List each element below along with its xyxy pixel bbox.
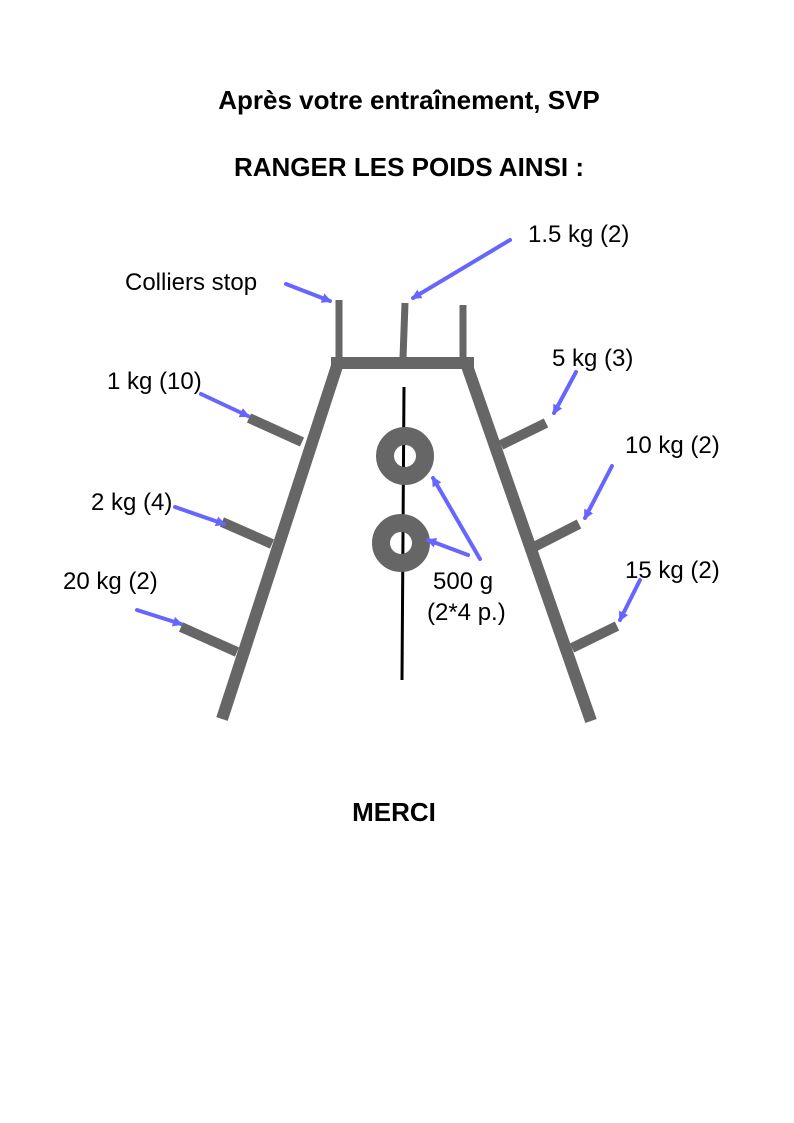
arrow-10kg <box>583 464 614 520</box>
peg-15kg <box>569 621 620 653</box>
label-1kg: 1 kg (10) <box>107 368 202 395</box>
rack-right-leg <box>460 361 597 723</box>
peg-10kg <box>531 519 582 552</box>
footer-thanks: MERCI <box>352 797 436 827</box>
weight-pegs <box>178 413 620 657</box>
arrow-500g-upper <box>431 476 482 561</box>
label-5kg: 5 kg (3) <box>552 345 633 372</box>
arrow-colliers <box>284 282 332 303</box>
label-20kg: 20 kg (2) <box>63 568 158 595</box>
rack-left-leg <box>216 361 344 721</box>
rack-frame <box>216 357 597 723</box>
label-10kg: 10 kg (2) <box>625 432 720 459</box>
collar-posts <box>335 300 467 359</box>
arrow-2kg <box>173 505 226 527</box>
collar-post-center <box>399 302 409 359</box>
arrow-20kg <box>135 608 183 627</box>
peg-5kg <box>498 418 549 450</box>
page-title: Après votre entraînement, SVP <box>218 85 600 115</box>
plate-500g-lower <box>372 514 430 572</box>
label-colliers-stop: Colliers stop <box>125 269 257 296</box>
label-1-5kg: 1.5 kg (2) <box>528 221 629 248</box>
peg-2kg <box>219 517 275 549</box>
label-2kg: 2 kg (4) <box>91 489 172 516</box>
arrow-1-5kg <box>411 238 512 300</box>
arrow-1kg <box>199 392 250 418</box>
label-500g: 500 g <box>433 568 493 595</box>
arrow-500g-lower <box>426 538 470 557</box>
plate-500g-upper <box>376 427 434 485</box>
pointer-arrows <box>135 238 642 627</box>
arrow-15kg <box>618 578 642 622</box>
label-500g-count: (2*4 p.) <box>427 599 506 626</box>
peg-20kg <box>178 622 240 657</box>
peg-1kg <box>246 413 305 447</box>
arrow-5kg <box>552 370 578 415</box>
label-15kg: 15 kg (2) <box>625 557 720 584</box>
page-subtitle: RANGER LES POIDS AINSI : <box>233 152 585 182</box>
